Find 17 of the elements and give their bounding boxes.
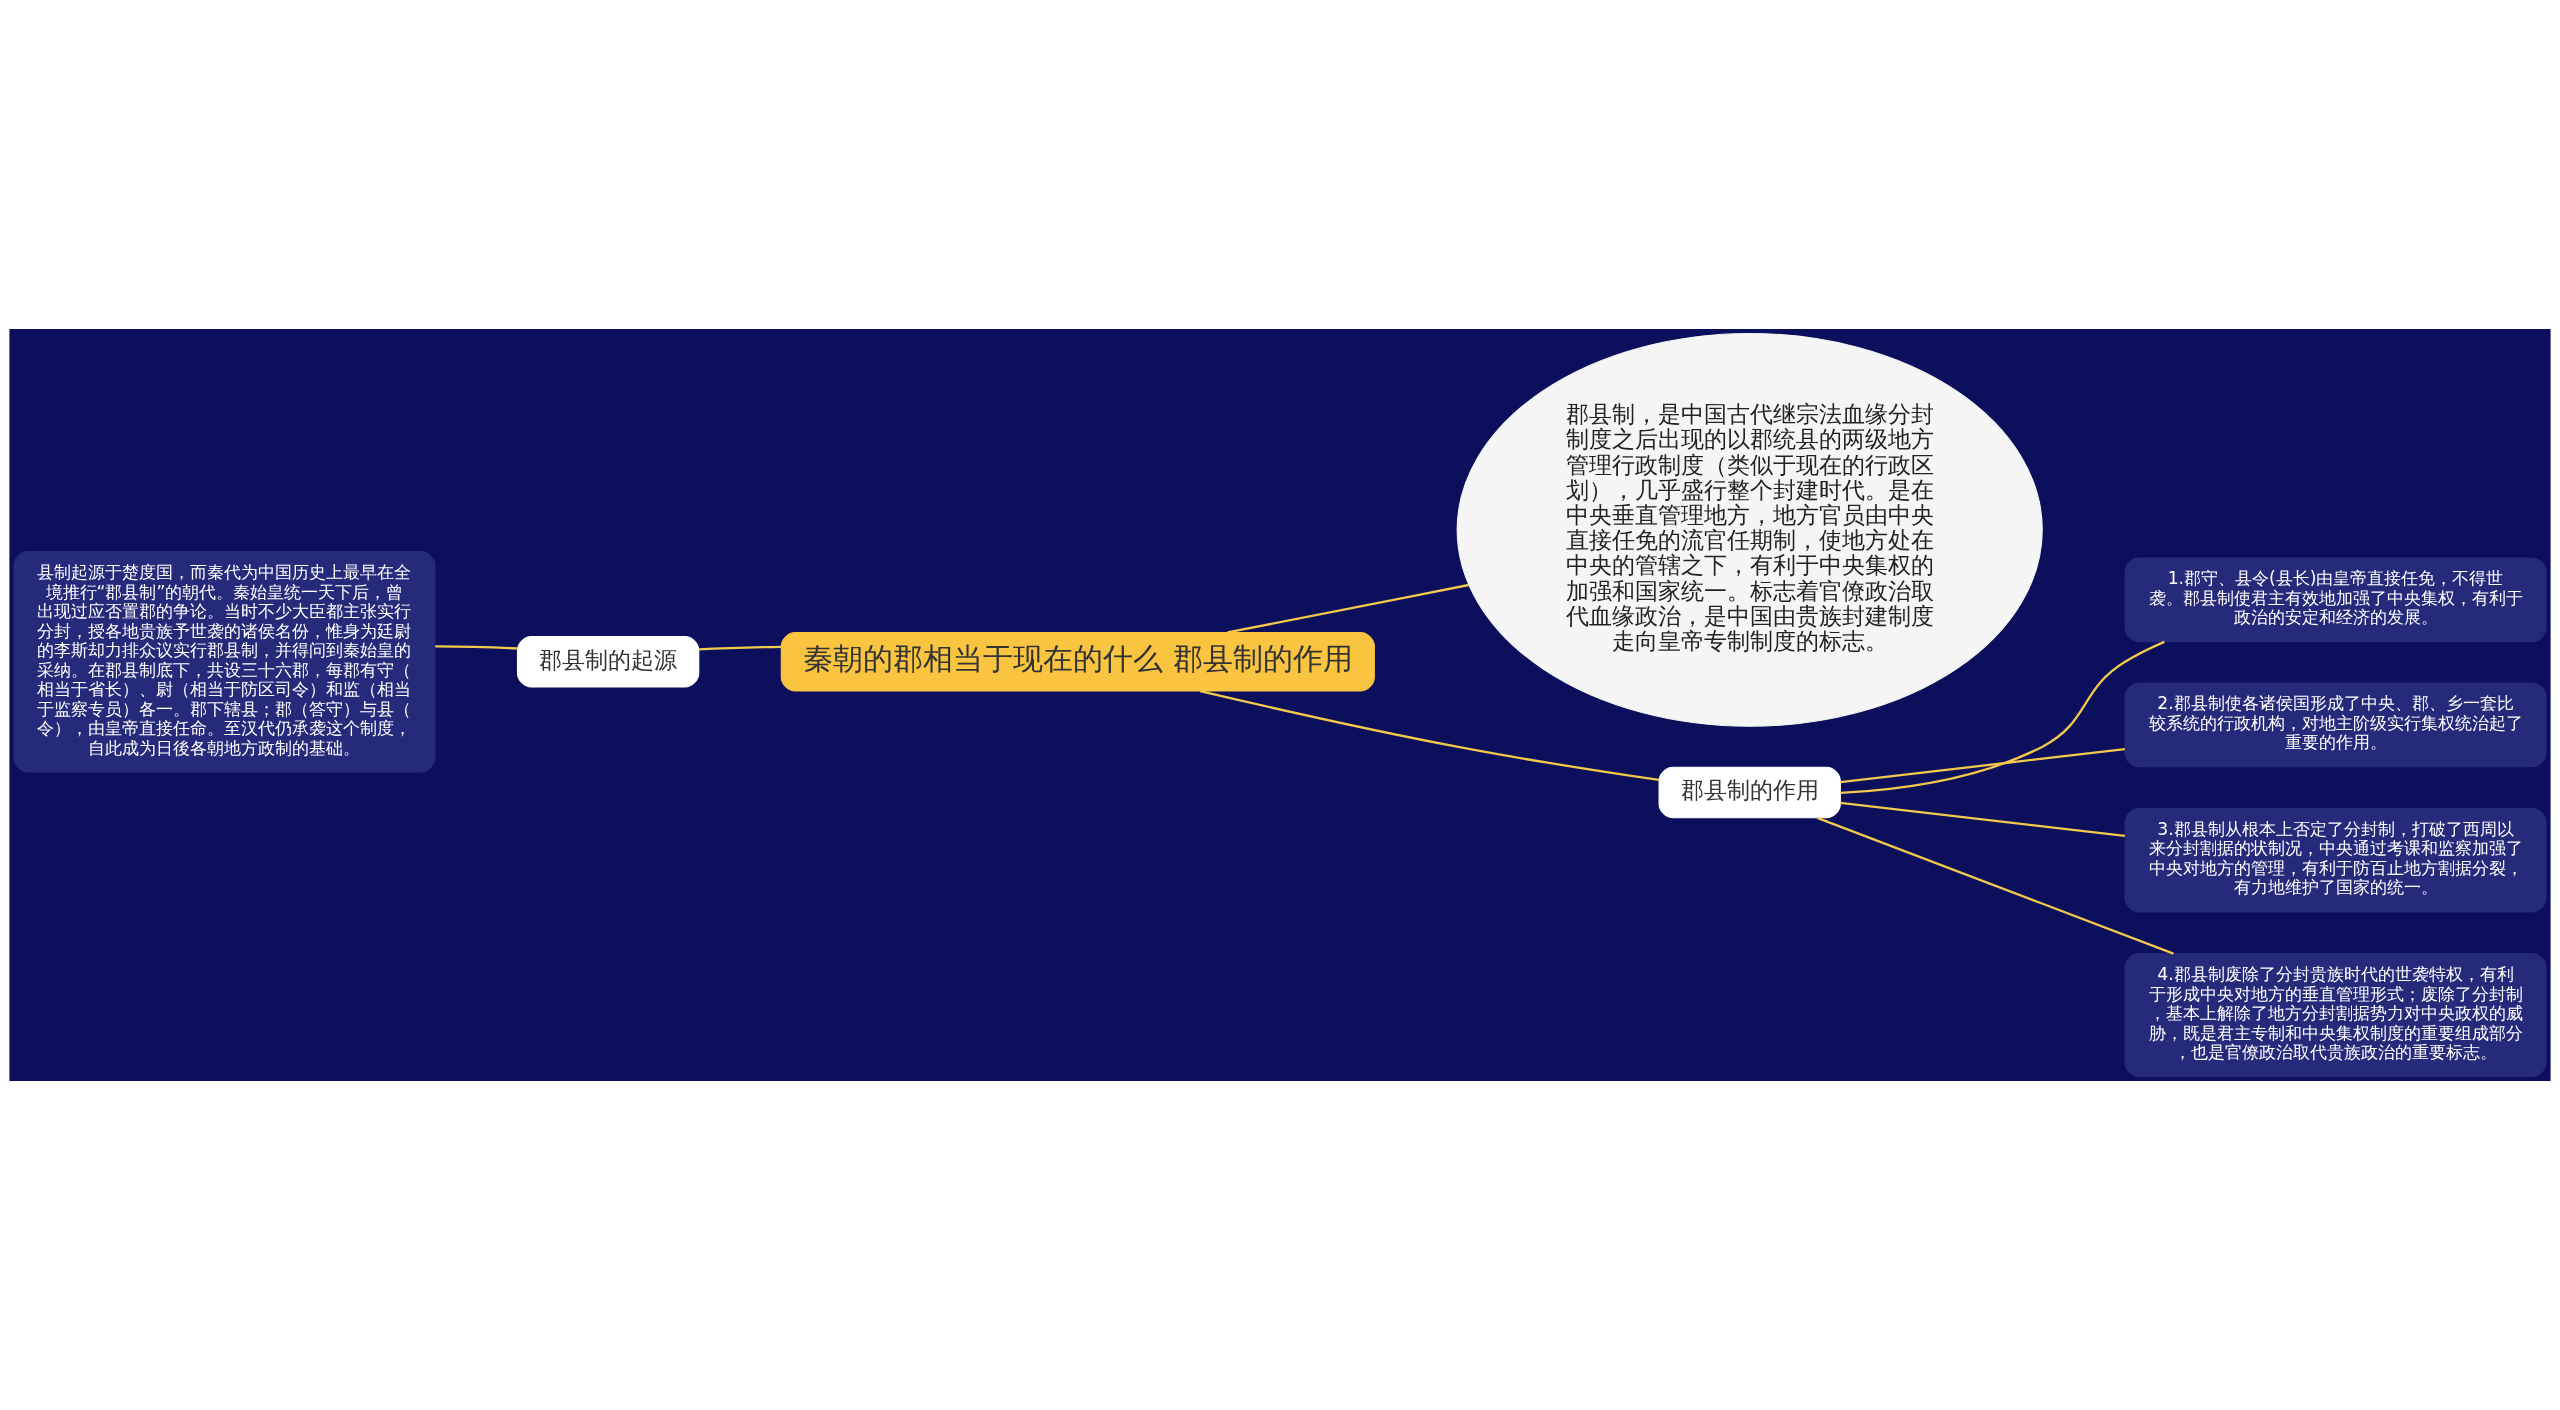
connector — [698, 645, 782, 651]
node-box: 县制起源于楚度国，而秦代为中国历史上最早在全境推行“郡县制”的朝代。秦始皇统一天下后，曾出现过应否置郡的争论。当时不少大臣都主张实行分封，授各地贵族予世袭的诸侯名份，惟身为廷尉的李斯却力排众议实行郡县制，并得问到秦始皇的采纳。在郡县制底下，共设三十六郡，每郡有守（相当于省长）、尉（相当于防区司令）和监（相当于监察专员）各一。郡下辖县；郡（答守）与县（令），由皇帝直接任命。至汉代仍承袭这个制度，自此成为日後各朝地方政制的基础。 — [13, 551, 436, 773]
connector — [435, 645, 518, 650]
node-box: 秦朝的郡相当于现在的什么 郡县制的作用 — [780, 631, 1375, 692]
connector — [1840, 640, 2165, 795]
node-ellipse: 郡县制，是中国古代继宗法血缘分封制度之后出现的以郡统县的两级地方管理行政制度（类似于现在的行政区划），几乎盛行整个封建时代。是在中央垂直管理地方，地方官员由中央直接任免的流官任期制，使地方处在中央的管辖之下，有利于中央集权的加强和国家统一。标志着官僚政治取代血缘政治，是中国由贵族封建制度走向皇帝专制制度的标志。 — [1456, 332, 2043, 727]
connector — [1840, 801, 2125, 838]
connector — [1200, 690, 1660, 782]
node-box: 郡县制的起源 — [516, 635, 700, 688]
connector — [1840, 748, 2125, 784]
node-box: 2.郡县制使各诸侯国形成了中央、郡、乡一套比较系统的行政机构，对地主阶级实行集权统治起了重要的作用。 — [2124, 682, 2547, 768]
node-box: 3.郡县制从根本上否定了分封制，打破了西周以来分封割据的状制况，中央通过考课和监察加强了中央对地方的管理，有利于防百止地方割据分裂，有力地维护了国家的统一。 — [2124, 808, 2547, 913]
node-box: 4.郡县制废除了分封贵族时代的世袭特权，有利于形成中央对地方的垂直管理形式；废除了分封制，基本上解除了地方分封割据势力对中央政权的威胁，既是君主专制和中央集权制度的重要组成部分，也是官僚政治取代贵族政治的重要标志。 — [2124, 953, 2547, 1077]
node-box: 郡县制的作用 — [1658, 766, 1841, 819]
connector — [1227, 583, 1469, 634]
node-box: 1.郡守、县令(县长)由皇帝直接任免，不得世袭。郡县制使君主有效地加强了中央集权，有利于政治的安定和经济的发展。 — [2124, 557, 2547, 643]
connector — [1816, 816, 2174, 955]
